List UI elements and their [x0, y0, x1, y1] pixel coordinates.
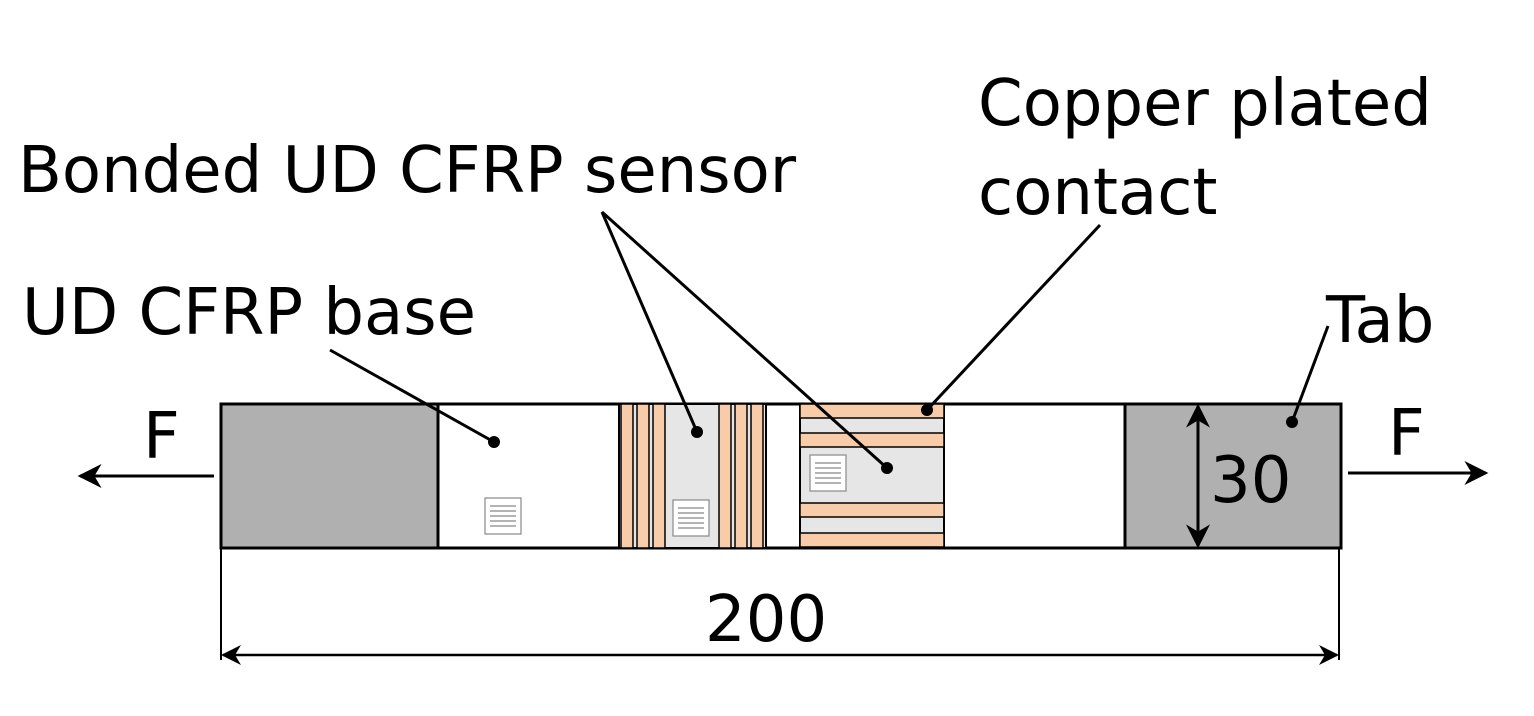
- specimen-strip: [219, 402, 1343, 550]
- base-label: UD CFRP base: [22, 276, 476, 350]
- tab-label: Tab: [1325, 284, 1434, 358]
- leader-sensor-2: [600, 210, 889, 470]
- length-dimension-label: 200: [705, 583, 827, 657]
- right-tab: [1123, 402, 1343, 550]
- copper-contact-label-line1: Copper plated: [978, 67, 1432, 141]
- leader-dots: [488, 404, 1298, 474]
- sensor-transverse: [618, 403, 767, 549]
- leader-lines: [329, 210, 1330, 470]
- leader-tab: [1290, 325, 1330, 423]
- bonded-sensor-label: Bonded UD CFRP sensor: [18, 134, 797, 208]
- copper-contact-label-line2: contact: [978, 156, 1218, 230]
- copper-stripes-vertical: [620, 403, 764, 549]
- width-dimension-label: 30: [1210, 444, 1291, 518]
- fiber-direction-icon: [672, 499, 710, 537]
- leader-copper: [925, 223, 1102, 412]
- force-left-label: F: [143, 400, 180, 474]
- leader-base: [329, 348, 495, 444]
- fiber-direction-icon: [809, 454, 847, 492]
- copper-stripes-horizontal: [799, 403, 945, 548]
- fiber-direction-icon: [484, 497, 522, 535]
- sensor-longitudinal: [799, 403, 945, 549]
- force-right-label: F: [1388, 397, 1425, 471]
- left-tab: [219, 402, 440, 550]
- leader-sensor-1: [600, 211, 699, 433]
